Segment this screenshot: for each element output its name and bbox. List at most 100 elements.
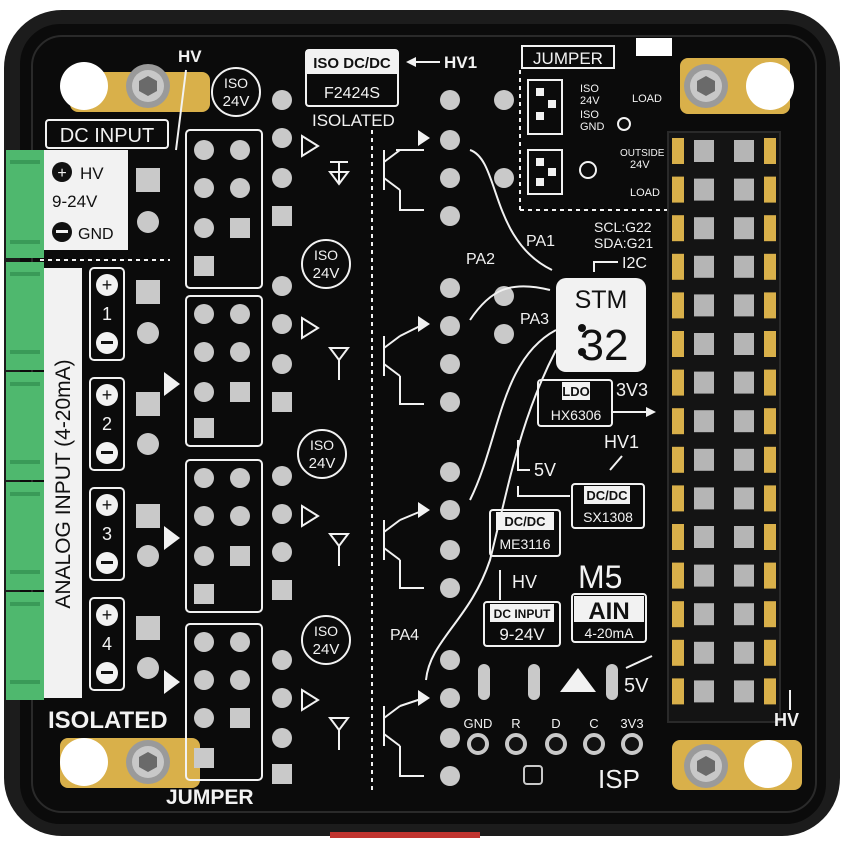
- header-pin: [764, 176, 776, 203]
- header-pin: [672, 639, 684, 666]
- dcdc1-part: SX1308: [583, 509, 633, 525]
- right-inner-pads: [440, 90, 514, 786]
- dc-input-label-box: [45, 119, 169, 149]
- dc-gnd-label: GND: [78, 226, 114, 243]
- stm-label: STM: [575, 286, 628, 314]
- header-pin: [764, 562, 776, 589]
- analog-input-panel: [44, 268, 82, 698]
- svg-text:ISO: ISO: [310, 437, 334, 453]
- m5-label: M5: [578, 559, 622, 595]
- smd-components: [478, 664, 618, 700]
- header-socket: [694, 564, 714, 587]
- header-pin: [764, 446, 776, 473]
- header-pin: [764, 331, 776, 357]
- header-pin: [672, 292, 684, 319]
- terminal-solder-pads: [136, 168, 180, 694]
- svg-text:3V3: 3V3: [620, 716, 643, 731]
- connector-edge: [330, 832, 480, 838]
- header-socket: [694, 294, 714, 317]
- header-pin: [672, 408, 684, 435]
- header-pin: [672, 601, 684, 628]
- header-socket: [694, 487, 714, 510]
- iso24v-badge-2: ISO 24V: [301, 239, 351, 289]
- channel-3: + 3: [89, 487, 125, 581]
- ain-badge: [571, 593, 647, 643]
- iso-dcdc-part: F2424S: [324, 85, 380, 102]
- svg-text:LOAD: LOAD: [632, 93, 662, 105]
- v5v-right-label: 5V: [624, 675, 649, 697]
- ldo-box: [537, 379, 613, 427]
- optocoupler-symbols: [301, 134, 425, 777]
- svg-text:D: D: [551, 716, 560, 731]
- analog-input-label: ANALOG INPUT (4-20mA): [52, 359, 75, 608]
- stm-number: 32: [580, 321, 629, 370]
- dcdc1-label: DC/DC: [586, 488, 628, 503]
- pin-header: [667, 131, 781, 723]
- header-socket: [694, 140, 714, 162]
- i2c-label: I2C: [622, 255, 647, 272]
- header-socket: [734, 641, 754, 664]
- header-pin: [672, 253, 684, 280]
- header-socket: [694, 410, 714, 433]
- dc-range2-label: 9-24V: [499, 625, 545, 644]
- header-socket: [694, 217, 714, 240]
- dc-hv-label: HV: [80, 164, 104, 183]
- header-pin: [672, 562, 684, 589]
- header-socket: [734, 487, 754, 510]
- isolated-bottom-label: ISOLATED: [48, 707, 168, 734]
- svg-text:GND: GND: [464, 716, 493, 731]
- header-pin: [672, 485, 684, 512]
- svg-text:LOAD: LOAD: [630, 187, 660, 199]
- optocoupler-arrows: [418, 130, 430, 706]
- jumper-top-label: JUMPER: [533, 49, 603, 68]
- svg-text:3: 3: [102, 524, 112, 544]
- channel-2: + 2: [89, 377, 125, 471]
- triangle-marker: [560, 668, 596, 692]
- mount-hole-tr: [746, 62, 794, 110]
- header-socket: [734, 294, 754, 317]
- svg-text:GND: GND: [580, 121, 605, 133]
- v5v-label: 5V: [534, 460, 556, 480]
- jumper-config-label-box: [521, 45, 615, 69]
- svg-text:4: 4: [102, 634, 112, 654]
- header-pin: [672, 446, 684, 473]
- svg-text:1: 1: [102, 304, 112, 324]
- screw-bl: [126, 740, 170, 784]
- dc-input2-label: DC INPUT: [494, 607, 551, 621]
- svg-text:+: +: [102, 605, 113, 625]
- dcdc2-label: DC/DC: [504, 514, 546, 529]
- dcdc-sx1308-box: [571, 483, 645, 529]
- isp-label: ISP: [598, 764, 640, 794]
- v3v3-label: 3V3: [616, 380, 648, 400]
- header-pin: [672, 678, 684, 705]
- header-pin: [764, 485, 776, 512]
- svg-text:R: R: [511, 716, 520, 731]
- svg-text:ISO: ISO: [314, 247, 338, 263]
- svg-text:24V: 24V: [309, 455, 336, 472]
- iso24v-badge-1: ISO 24V: [211, 67, 261, 117]
- header-socket: [734, 564, 754, 587]
- ain-range-label: 4-20mA: [584, 625, 634, 641]
- header-pin: [672, 524, 684, 550]
- sda-label: SDA:G21: [594, 235, 653, 251]
- mount-hole-bl: [60, 738, 108, 786]
- header-socket: [734, 526, 754, 548]
- jumper-bottom-label: JUMPER: [166, 786, 254, 809]
- pa4-label: PA4: [390, 627, 419, 644]
- header-pin: [672, 176, 684, 203]
- jumper-block-3: [185, 459, 263, 613]
- header-socket: [694, 680, 714, 703]
- header-socket: [734, 603, 754, 626]
- header-socket: [694, 255, 714, 278]
- isp-header: GND R D C 3V3: [464, 716, 644, 785]
- header-socket: [694, 371, 714, 394]
- mount-hole-tl: [60, 62, 108, 110]
- header-pin: [672, 215, 684, 242]
- stm32-chip: [556, 278, 646, 372]
- middle-column-pads: [272, 90, 292, 784]
- dc-input2-box: [483, 601, 561, 647]
- header-pin: [672, 331, 684, 357]
- header-socket: [734, 255, 754, 278]
